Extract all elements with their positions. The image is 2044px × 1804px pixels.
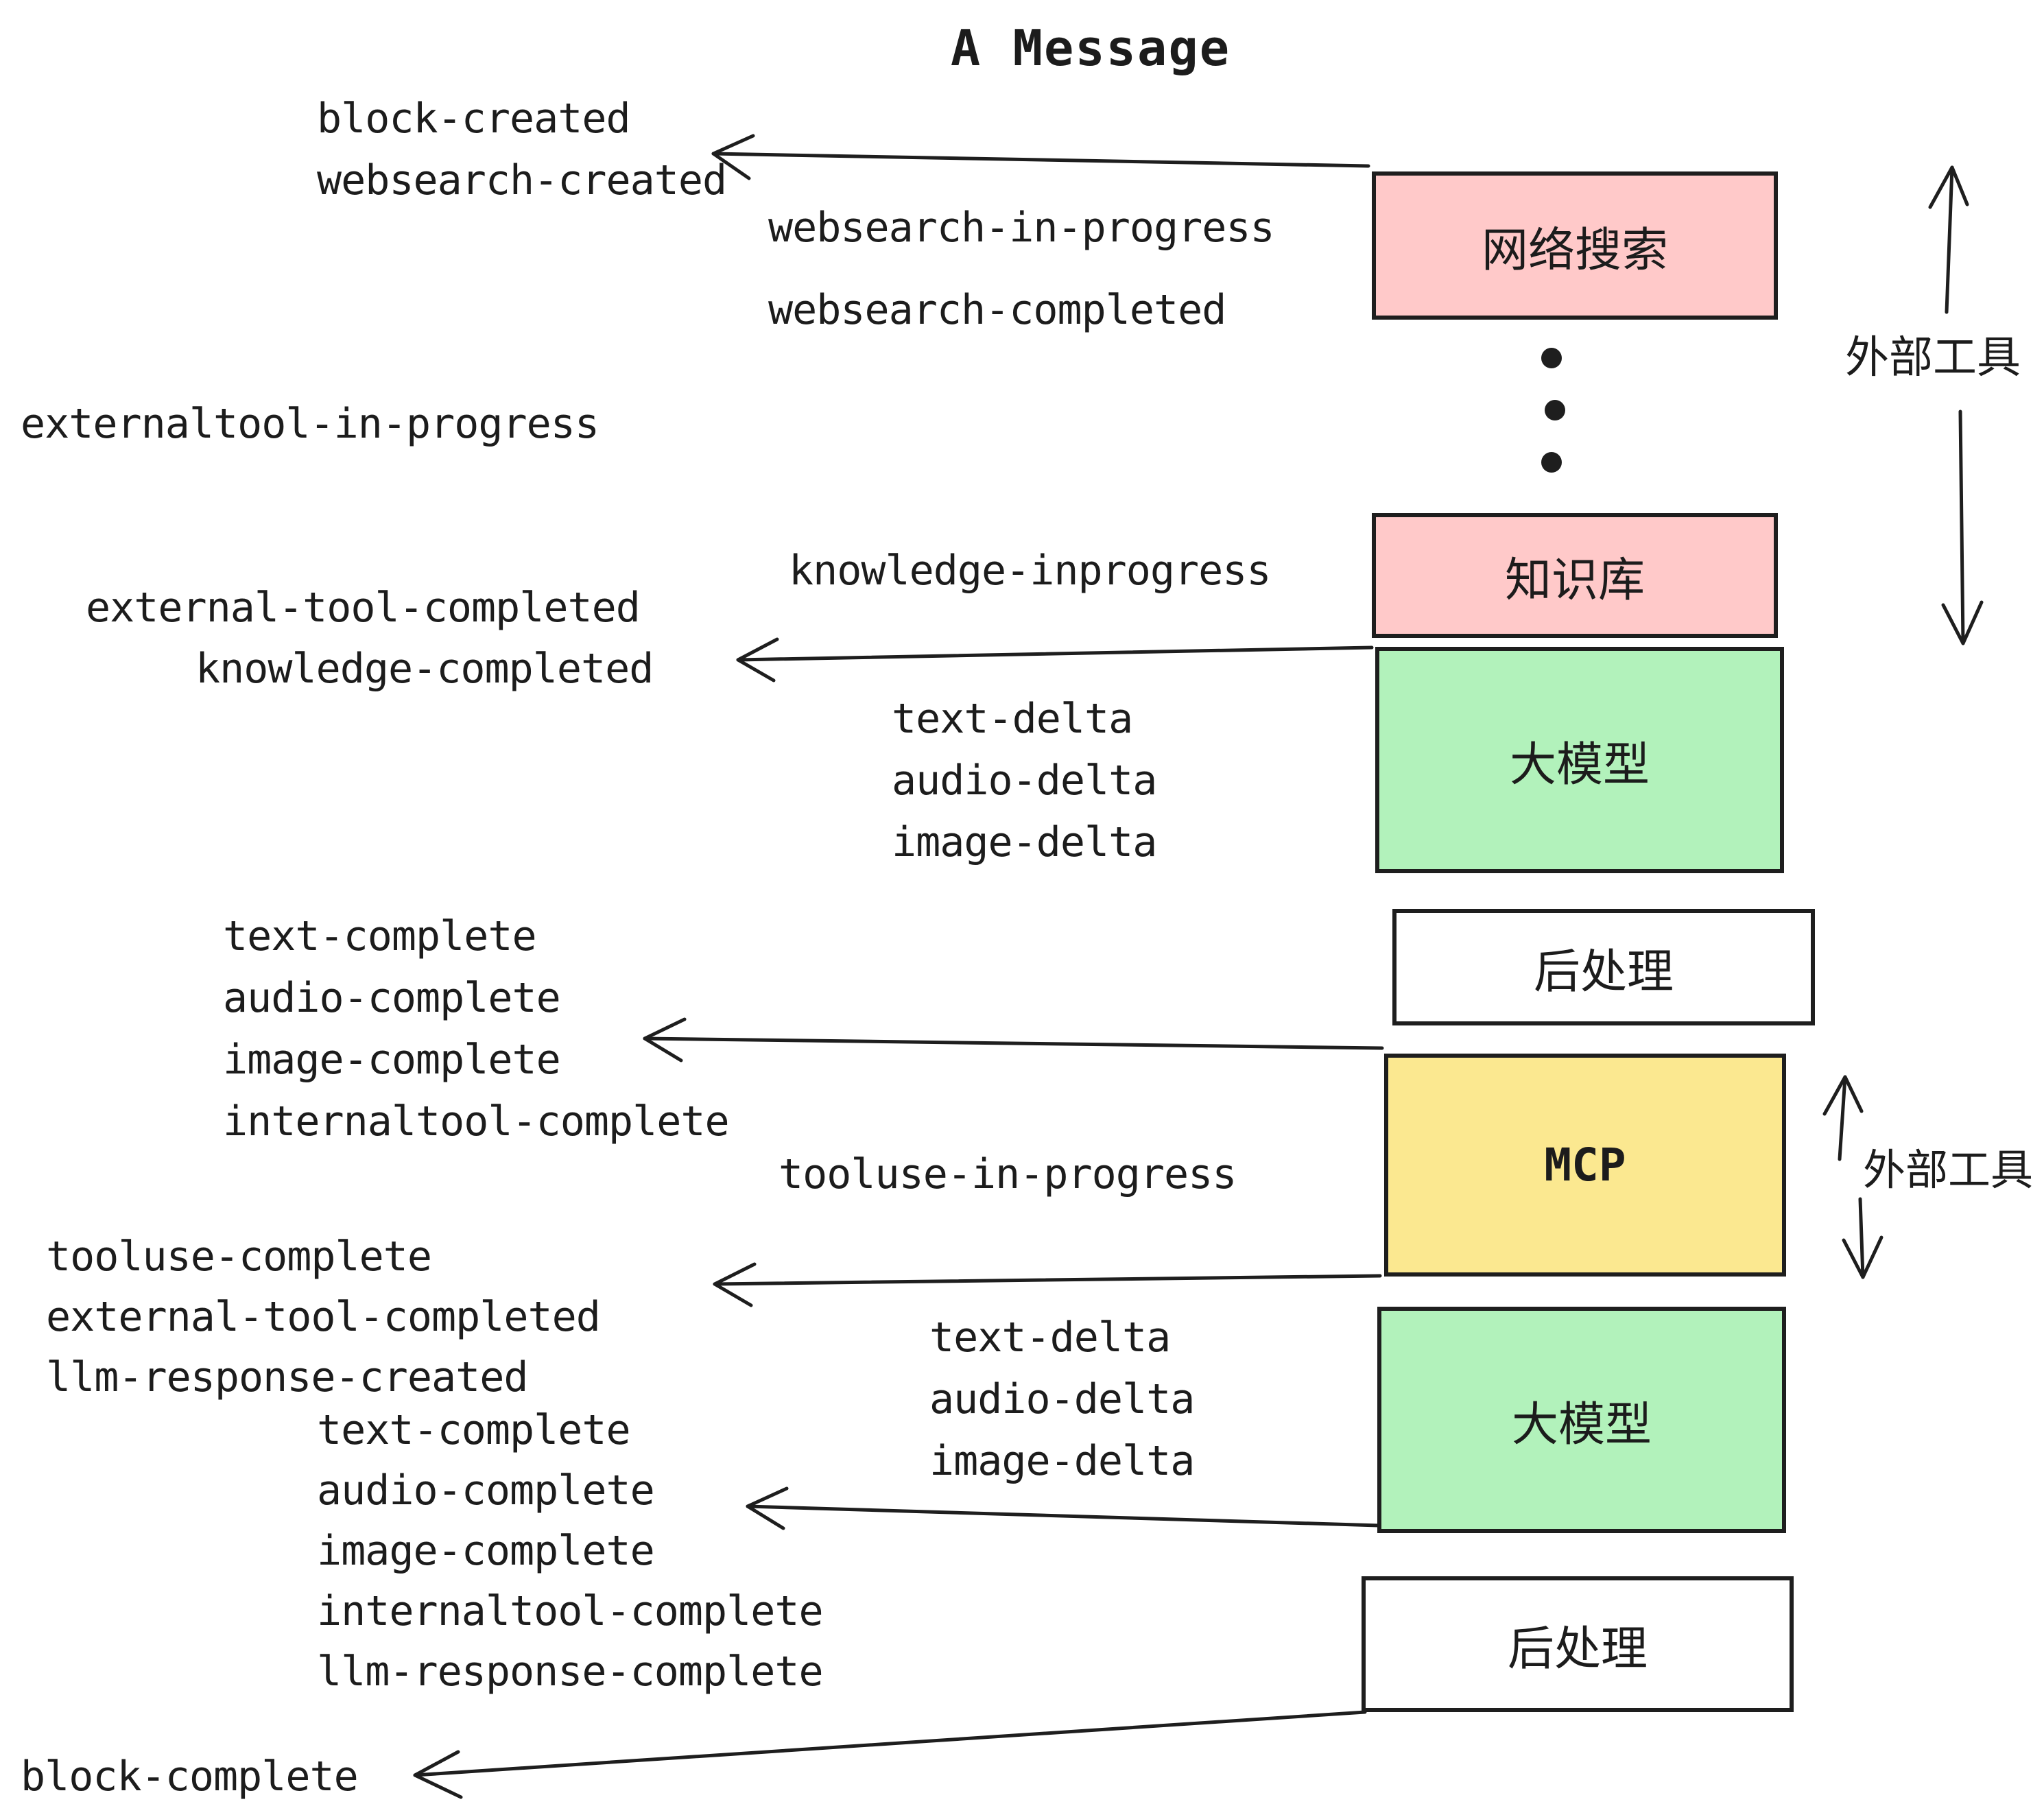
event-label-audio-complete-1: audio-complete	[223, 974, 561, 1022]
node-llm-1: 大模型	[1375, 647, 1784, 873]
event-label-image-complete-2: image-complete	[317, 1527, 655, 1575]
node-post-1-label: 后处理	[1533, 945, 1674, 998]
node-websearch-label: 网络搜索	[1481, 224, 1668, 276]
arrow-to-audio-complete	[746, 1486, 1381, 1530]
event-label-websearch-created: websearch-created	[317, 156, 727, 204]
event-label-text-delta-2: text-delta	[929, 1314, 1171, 1362]
event-label-websearch-in-progress: websearch-in-progress	[768, 204, 1275, 252]
external-tools-top-up-arrow	[1928, 165, 1969, 314]
node-knowledge: 知识库	[1372, 513, 1778, 638]
node-llm-2: 大模型	[1377, 1307, 1786, 1533]
event-label-websearch-completed: websearch-completed	[768, 286, 1226, 334]
event-label-audio-delta-1: audio-delta	[892, 757, 1157, 805]
node-post-1: 后处理	[1392, 909, 1815, 1025]
event-label-audio-complete-2: audio-complete	[317, 1467, 655, 1515]
event-label-knowledge-completed: knowledge-completed	[195, 645, 654, 693]
event-label-external-tool-completed-1: external-tool-completed	[86, 584, 641, 632]
event-label-audio-delta-2: audio-delta	[929, 1375, 1195, 1423]
external-tools-top-label: 外部工具	[1845, 333, 2021, 382]
event-label-text-complete-1: text-complete	[223, 912, 537, 960]
node-llm-1-label: 大模型	[1509, 738, 1650, 791]
event-label-internaltool-complete-1: internaltool-complete	[223, 1097, 730, 1146]
event-label-image-delta-2: image-delta	[929, 1437, 1195, 1485]
event-label-text-complete-2: text-complete	[317, 1406, 631, 1454]
node-post-2: 后处理	[1362, 1576, 1794, 1712]
event-label-knowledge-inprogress: knowledge-inprogress	[789, 547, 1271, 595]
arrow-to-block-created	[711, 134, 1370, 180]
node-mcp: MCP	[1384, 1054, 1786, 1277]
arrow-to-block-complete	[413, 1710, 1367, 1799]
event-label-llm-response-complete: llm-response-complete	[317, 1648, 824, 1696]
event-label-tooluse-complete: tooluse-complete	[46, 1233, 432, 1281]
ellipsis-dots	[1541, 348, 1565, 473]
event-label-image-complete-1: image-complete	[223, 1036, 561, 1084]
external-tools-bottom-label: 外部工具	[1863, 1147, 2034, 1194]
node-post-2-label: 后处理	[1507, 1622, 1648, 1675]
event-label-externaltool-in-progress: externaltool-in-progress	[21, 400, 599, 448]
event-label-tooluse-in-progress: tooluse-in-progress	[779, 1150, 1237, 1198]
node-knowledge-label: 知识库	[1504, 554, 1645, 606]
event-label-external-tool-completed-2: external-tool-completed	[46, 1293, 601, 1341]
event-label-block-complete: block-complete	[21, 1753, 359, 1801]
event-label-internaltool-complete-2: internaltool-complete	[317, 1587, 824, 1635]
external-tools-top-down-arrow	[1941, 410, 1984, 645]
arrow-to-tooluse-complete	[713, 1262, 1382, 1307]
event-label-image-delta-1: image-delta	[892, 818, 1157, 866]
event-label-text-delta-1: text-delta	[892, 695, 1133, 743]
event-label-block-created: block-created	[317, 95, 631, 143]
arrow-to-knowledge-completed	[736, 637, 1374, 683]
external-tools-bottom-down-arrow	[1842, 1197, 1883, 1279]
node-llm-2-label: 大模型	[1511, 1398, 1652, 1451]
node-mcp-label: MCP	[1544, 1139, 1626, 1191]
event-label-llm-response-created: llm-response-created	[46, 1353, 528, 1401]
external-tools-bottom-up-arrow	[1822, 1075, 1864, 1161]
arrow-to-image-complete	[643, 1017, 1384, 1063]
node-websearch: 网络搜索	[1372, 171, 1778, 320]
diagram-title: A Message	[950, 19, 1231, 77]
